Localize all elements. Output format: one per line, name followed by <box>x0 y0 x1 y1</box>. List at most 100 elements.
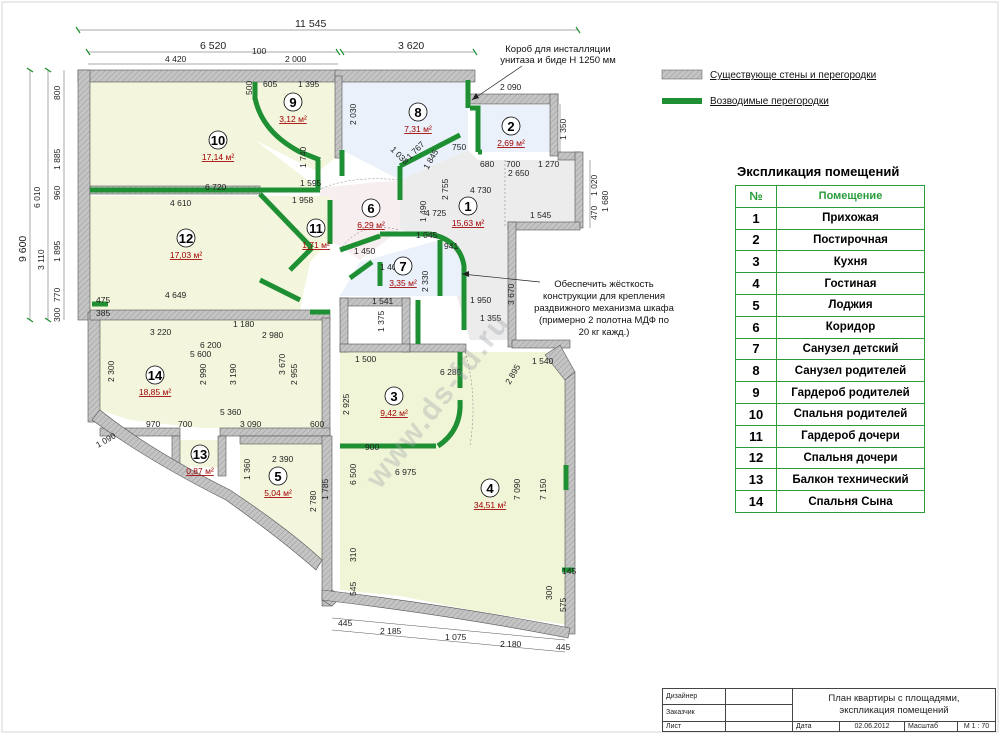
room-circle <box>190 444 210 464</box>
room-name-cell: Спальня дочери <box>776 446 925 470</box>
dim-r6: 1 950 <box>470 295 492 305</box>
table-header-row: № Помещение <box>735 185 925 208</box>
dim-r51: 680 <box>480 159 494 169</box>
room-num-cell: 3 <box>735 250 777 274</box>
dim-r27: 6 500 <box>348 463 358 485</box>
note-wardrobe-line3: раздвижного механизма шкафа <box>534 303 675 314</box>
room-number: 6 <box>367 201 374 216</box>
room-number: 14 <box>148 368 163 383</box>
room-name-cell: Гардероб дочери <box>776 424 925 448</box>
room-number: 4 <box>486 481 494 496</box>
header-num: № <box>735 185 777 208</box>
dim-r34: 2 330 <box>420 270 430 292</box>
room-circle <box>208 130 228 150</box>
room-area: 18,85 м² <box>139 387 171 397</box>
tb-scale-value: М 1 : 70 <box>957 720 996 733</box>
dim-r26: 6 285 <box>440 367 462 377</box>
room-number: 2 <box>507 119 514 134</box>
door-arcs <box>317 160 506 447</box>
dim-r40: 3 190 <box>228 363 238 385</box>
dim-r14: 2 980 <box>262 330 284 340</box>
dim-r65: 545 <box>348 582 358 596</box>
dim-r18: 700 <box>178 419 192 429</box>
room-name-cell: Прихожая <box>776 206 925 230</box>
legend-existing-label: Существующе стены и перегородки <box>710 70 876 81</box>
room-label-6: 6 6,29 м² <box>357 198 385 230</box>
dim-top-c: 2 000 <box>285 54 307 64</box>
dim-left-e: 1 895 <box>52 240 62 262</box>
room-circle <box>361 198 381 218</box>
room-area: 15,63 м² <box>452 218 484 228</box>
room-label-9: 93,12 м² <box>279 92 307 124</box>
dim-r60: 941 <box>444 241 458 251</box>
dim-left-d: 3 110 <box>36 249 46 270</box>
room-area: 5,04 м² <box>264 488 292 498</box>
dim-total-width: 11 545 <box>295 18 326 30</box>
room-circle <box>480 478 500 498</box>
dim-r64: 300 <box>544 586 554 600</box>
room-label-14: 14 18,85 м² <box>139 365 171 397</box>
dimension-ticks <box>26 26 581 323</box>
room-name-cell: Спальня родителей <box>776 402 925 426</box>
tb-date-label: Дата <box>792 720 840 733</box>
dim-r19: 600 <box>310 419 324 429</box>
note-wardrobe-line2: конструкции для крепления <box>543 291 665 302</box>
dim-r7: 1 355 <box>480 313 502 323</box>
dim-r36: 1 375 <box>376 310 386 332</box>
note-box-line2: унитаза и биде Н 1250 мм <box>500 55 616 66</box>
tb-designer: Дизайнер <box>662 687 726 706</box>
dim-left-total: 9 600 <box>17 236 29 262</box>
room-label-8: 87,31 м² <box>404 102 432 134</box>
tb-title-line1: План квартиры с площадями, <box>828 692 960 704</box>
dim-bottom-c: 1 075 <box>445 632 467 642</box>
room-area: 7,31 м² <box>404 124 432 134</box>
tb-sheet: Лист <box>662 720 726 733</box>
room-label-2: 2 2,69 м² <box>497 116 525 148</box>
room-area: 6,29 м² <box>357 220 385 230</box>
dim-r8: 6 720 <box>205 182 227 192</box>
room-number: 7 <box>399 259 406 274</box>
room-label-1: 1 15,63 м² <box>452 196 484 228</box>
dim-r28: 7 090 <box>512 478 522 500</box>
room-circle <box>408 102 428 122</box>
dim-r30: 2 925 <box>341 393 351 415</box>
room-number: 5 <box>274 469 281 484</box>
legend-new-label: Возводимые перегородки <box>710 96 829 107</box>
room-circle <box>393 256 413 276</box>
room-num-cell: 4 <box>735 272 777 295</box>
room-name-cell: Санузел детский <box>776 337 925 361</box>
room-circle <box>145 365 165 385</box>
room-name-cell: Гостиная <box>776 272 925 295</box>
dim-right-c: 1 680 <box>600 190 610 212</box>
room-num-cell: 13 <box>735 468 777 492</box>
note-box-line1: Короб для инсталляции <box>505 44 610 55</box>
room-num-cell: 10 <box>735 402 777 426</box>
dim-r61: 1 450 <box>354 246 376 256</box>
room-num-cell: 1 <box>735 206 777 230</box>
room-area: 2,69 м² <box>497 138 525 148</box>
room-name-cell: Гардероб родителей <box>776 381 925 404</box>
dim-r50: 2 650 <box>508 168 530 178</box>
room-name-cell: Лоджия <box>776 293 925 317</box>
dim-left-h: 6 010 <box>32 186 42 208</box>
dim-top-left: 6 520 <box>200 40 226 52</box>
dim-right-a: 1 350 <box>558 118 568 140</box>
room-num-cell: 8 <box>735 359 777 383</box>
dim-bottom-a: 445 <box>338 618 352 628</box>
new-partitions <box>90 80 574 573</box>
room-name-cell: Постирочная <box>776 228 925 252</box>
room-number: 1 <box>464 199 471 214</box>
dim-r12: 6 200 <box>200 340 222 350</box>
dim-r1: 4 730 <box>470 185 492 195</box>
dim-r35: 1 541 <box>372 296 394 306</box>
